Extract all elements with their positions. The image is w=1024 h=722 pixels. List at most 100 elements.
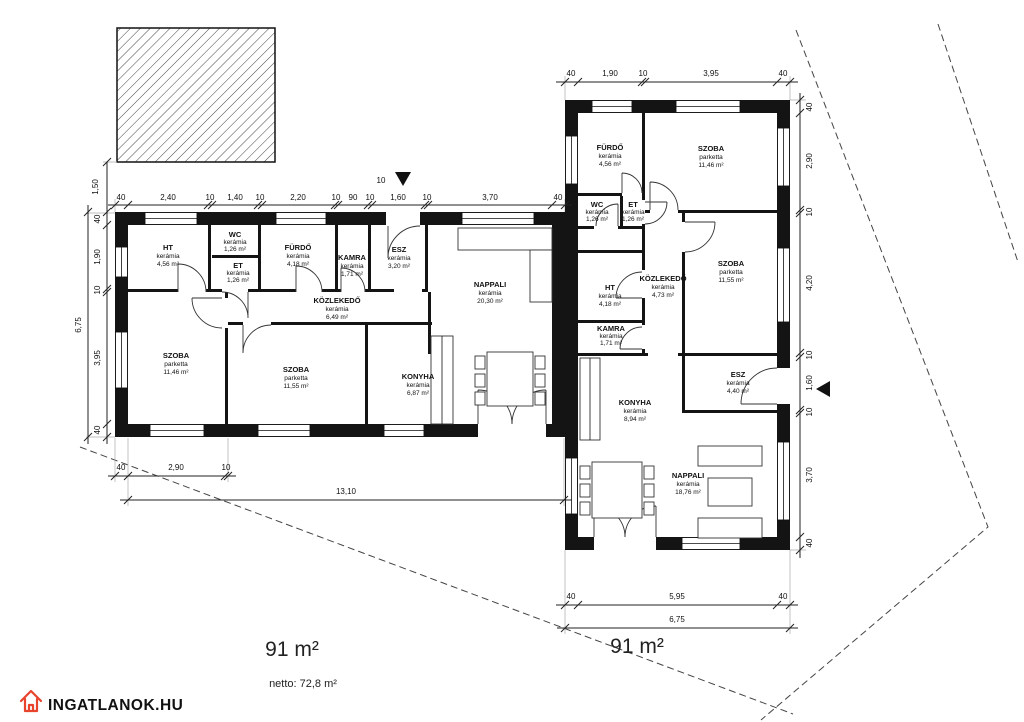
dimension-labels: 40 2,40 10 1,40 10 2,20 10 90 10 1,60 10… xyxy=(74,69,814,624)
right-house-room-labels: FÜRDŐ kerámia 4,56 m² SZOBA parketta 11,… xyxy=(585,143,750,496)
room-name-label: KONYHA xyxy=(619,398,652,407)
room-material-label: kerámia xyxy=(325,306,349,313)
room-name-label: KÖZLEKEDŐ xyxy=(639,274,686,283)
dim-label: 40 xyxy=(117,193,126,202)
room-area-label: 6,87 m² xyxy=(407,390,430,397)
dim-label: 10 xyxy=(332,193,341,202)
room-material-label: kerámia xyxy=(340,263,364,270)
room-area-label: 20,30 m² xyxy=(477,298,503,305)
dim-label: 10 xyxy=(805,207,814,216)
dim-label: 40 xyxy=(117,463,126,472)
room-material-label: kerámia xyxy=(286,253,310,260)
dim-label-total: 6,75 xyxy=(669,615,685,624)
dim-label: 40 xyxy=(554,193,563,202)
room-material-label: kerámia xyxy=(676,481,700,488)
right-house-area-text: 91 m² xyxy=(610,635,664,658)
dim-label: 10 xyxy=(805,407,814,416)
dim-label: 3,95 xyxy=(703,69,719,78)
dim-label: 1,40 xyxy=(227,193,243,202)
dim-label: 1,60 xyxy=(390,193,406,202)
dim-label: 10 xyxy=(805,350,814,359)
left-house-furniture xyxy=(430,227,553,425)
room-area-label: 1,71 m² xyxy=(341,271,364,278)
left-house-area-text: 91 m² xyxy=(265,638,319,661)
dimension-ticks xyxy=(83,77,805,633)
room-area-label: 4,18 m² xyxy=(599,301,622,308)
dim-label-entry-offset: 10 xyxy=(377,176,386,185)
dim-label: 90 xyxy=(349,193,358,202)
room-area-label: 4,18 m² xyxy=(287,261,310,268)
room-name-label: SZOBA xyxy=(283,365,310,374)
room-name-label: ET xyxy=(628,200,638,209)
room-material-label: kerámia xyxy=(478,290,502,297)
dim-label: 3,95 xyxy=(93,350,102,366)
room-area-label: 1,26 m² xyxy=(622,216,645,223)
room-material-label: kerámia xyxy=(623,408,647,415)
room-area-label: 11,55 m² xyxy=(283,383,309,390)
dim-label: 40 xyxy=(567,69,576,78)
room-area-label: 4,40 m² xyxy=(727,388,750,395)
dim-label: 10 xyxy=(206,193,215,202)
room-area-label: 11,46 m² xyxy=(698,162,724,169)
dim-label: 10 xyxy=(423,193,432,202)
room-name-label: WC xyxy=(229,230,242,239)
room-area-label: 1,26 m² xyxy=(224,246,247,253)
room-name-label: ESZ xyxy=(731,370,746,379)
room-material-label: parketta xyxy=(164,361,188,368)
left-house-windows xyxy=(115,212,535,437)
room-material-label: kerámia xyxy=(585,209,609,216)
dimension-lines xyxy=(87,81,801,629)
room-name-label: HT xyxy=(163,243,173,252)
room-material-label: kerámia xyxy=(621,209,645,216)
dim-label: 1,50 xyxy=(91,179,100,195)
room-area-label: 3,20 m² xyxy=(388,263,411,270)
room-area-label: 1,26 m² xyxy=(227,277,250,284)
room-area-label: 6,49 m² xyxy=(326,314,349,321)
room-name-label: KAMRA xyxy=(597,324,625,333)
room-area-label: 4,56 m² xyxy=(157,261,180,268)
right-house-furniture xyxy=(579,357,763,539)
room-name-label: FÜRDŐ xyxy=(285,243,312,252)
dim-label: 40 xyxy=(805,538,814,547)
left-house-room-labels: HT kerámia 4,56 m² WC kerámia 1,26 m² ET… xyxy=(156,230,506,397)
room-name-label: ESZ xyxy=(392,245,407,254)
room-name-label: WC xyxy=(591,200,604,209)
entrance-marker-right-icon xyxy=(816,381,830,397)
dim-label: 40 xyxy=(805,102,814,111)
dim-label: 40 xyxy=(93,214,102,223)
dim-label: 10 xyxy=(222,463,231,472)
room-area-label: 11,46 m² xyxy=(163,369,189,376)
adjacent-building-hatch xyxy=(116,27,276,163)
room-material-label: kerámia xyxy=(226,270,250,277)
dim-label: 4,20 xyxy=(805,275,814,291)
dim-label-total: 6,75 xyxy=(74,317,83,333)
dim-label: 3,70 xyxy=(805,467,814,483)
dim-label: 2,90 xyxy=(168,463,184,472)
dim-label: 40 xyxy=(567,592,576,601)
dim-label: 2,40 xyxy=(160,193,176,202)
room-material-label: kerámia xyxy=(599,333,623,340)
boundary-dashed-lines xyxy=(79,23,1019,721)
room-name-label: KONYHA xyxy=(402,372,435,381)
dim-label: 1,90 xyxy=(602,69,618,78)
room-material-label: kerámia xyxy=(406,382,430,389)
room-material-label: kerámia xyxy=(598,153,622,160)
room-name-label: KÖZLEKEDŐ xyxy=(313,296,360,305)
dim-label: 40 xyxy=(779,592,788,601)
dim-label: 5,95 xyxy=(669,592,685,601)
room-name-label: HT xyxy=(605,283,615,292)
room-area-label: 18,76 m² xyxy=(675,489,701,496)
room-area-label: 8,94 m² xyxy=(624,416,647,423)
room-material-label: kerámia xyxy=(598,293,622,300)
room-name-label: NAPPALI xyxy=(672,471,704,480)
logo-text: INGATLANOK.HU xyxy=(48,697,183,714)
room-material-label: kerámia xyxy=(726,380,750,387)
room-material-label: parketta xyxy=(699,154,723,161)
room-material-label: kerámia xyxy=(223,239,247,246)
dim-label: 2,20 xyxy=(290,193,306,202)
dim-label: 10 xyxy=(256,193,265,202)
room-area-label: 4,56 m² xyxy=(599,161,622,168)
room-material-label: kerámia xyxy=(651,284,675,291)
house-logo-icon xyxy=(19,689,43,713)
left-house-openings xyxy=(178,212,546,437)
